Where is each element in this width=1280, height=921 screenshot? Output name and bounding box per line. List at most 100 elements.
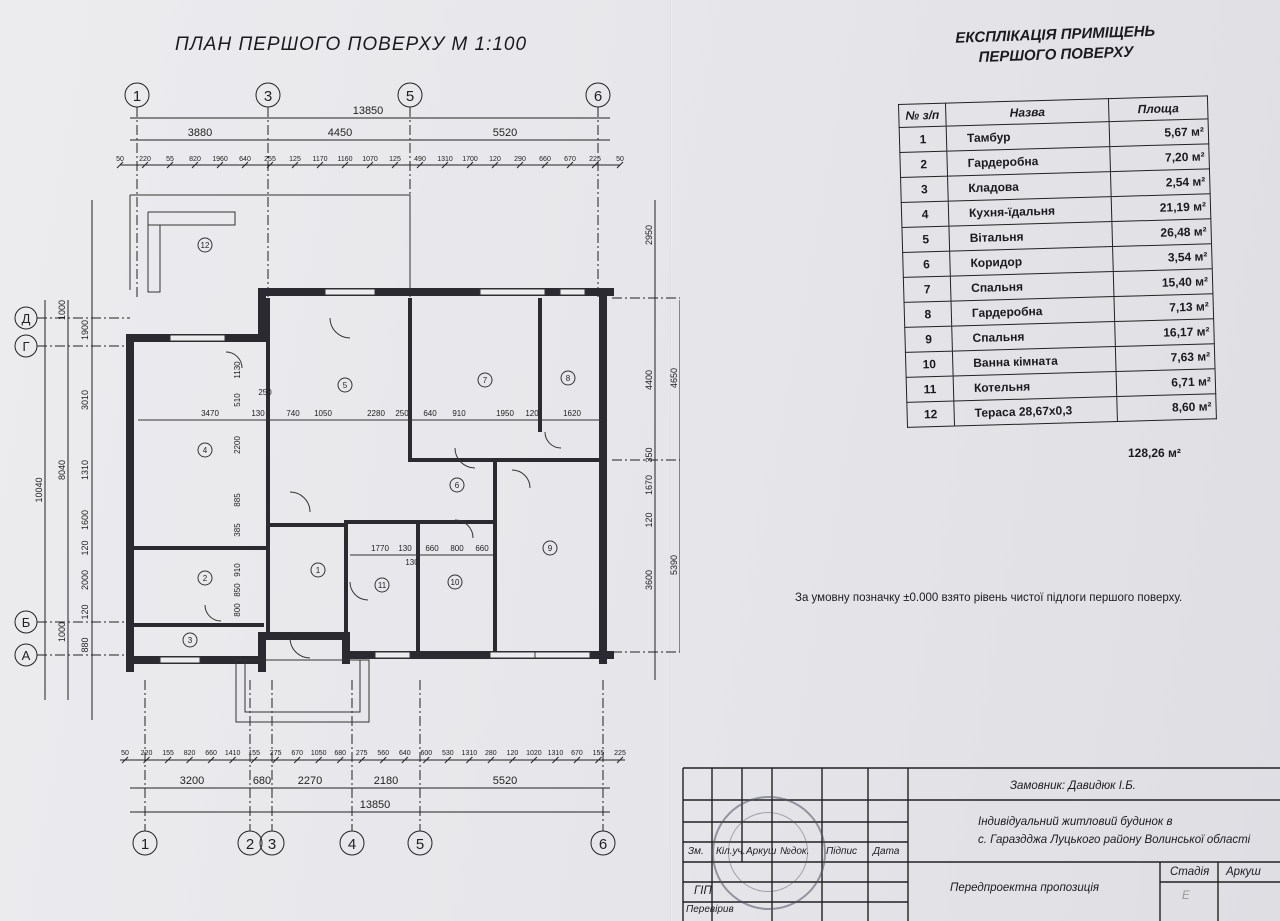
dim-text: 155 xyxy=(593,750,605,757)
dim-text: 1070 xyxy=(362,156,378,163)
dim-text: 280 xyxy=(485,750,497,757)
dim-text: 50 xyxy=(116,156,124,163)
dim-tick xyxy=(143,756,150,764)
axis-label-bottom: 6 xyxy=(599,836,607,853)
dim-text: 660 xyxy=(205,750,217,757)
window xyxy=(374,651,411,659)
role-check: Перевірив xyxy=(686,904,734,915)
dim-text: 155 xyxy=(248,750,260,757)
dim-text: 1960 xyxy=(212,156,228,163)
dim-text: 680 xyxy=(253,775,271,787)
official-seal xyxy=(712,796,826,910)
door-swing xyxy=(225,351,243,369)
level-note: За умовну позначку ±0.000 взято рівень ч… xyxy=(795,592,1183,604)
stage-value: Е xyxy=(1182,890,1190,902)
dim-text: 120 xyxy=(80,604,90,619)
dim-tick xyxy=(422,756,430,764)
dim-tick xyxy=(573,756,581,764)
dim-text: 640 xyxy=(239,156,251,163)
dim-text: 1310 xyxy=(80,460,90,480)
dim-text: 530 xyxy=(442,750,454,757)
dim-tick xyxy=(366,161,374,169)
dim-text: 130 xyxy=(398,544,412,553)
door-swing xyxy=(511,469,531,489)
dim-text: 8040 xyxy=(57,460,67,480)
col-count: Кіл.уч. xyxy=(716,846,746,857)
dim-tick xyxy=(416,161,424,169)
dim-tick xyxy=(541,161,549,169)
dim-text: 740 xyxy=(286,409,300,418)
interior-wall xyxy=(416,520,420,657)
interior-wall xyxy=(266,298,270,532)
room-number: 4 xyxy=(203,446,208,455)
dim-tick xyxy=(566,161,574,169)
dim-text: 55 xyxy=(166,156,174,163)
interior-wall xyxy=(266,523,348,527)
dim-tick xyxy=(266,161,274,169)
dim-text: 640 xyxy=(423,409,437,418)
window xyxy=(479,288,546,296)
dim-tick xyxy=(229,756,236,764)
axis-label-left: А xyxy=(22,648,31,663)
dim-tick xyxy=(341,161,349,169)
dim-text: 1310 xyxy=(462,750,478,757)
dim-text: 255 xyxy=(264,156,276,163)
dim-text: 910 xyxy=(452,409,466,418)
room-number: 10 xyxy=(451,578,460,587)
room-number-circle xyxy=(447,574,463,590)
dim-tick xyxy=(272,756,280,764)
dim-text: 660 xyxy=(475,544,489,553)
dim-tick xyxy=(466,161,474,169)
dim-text: 2200 xyxy=(233,436,242,454)
dim-tick xyxy=(315,756,323,764)
sheet-header: Аркуш xyxy=(1226,866,1261,878)
window xyxy=(534,651,591,659)
room-number: 2 xyxy=(203,574,208,583)
room-number-circle xyxy=(310,562,326,578)
interior-wall xyxy=(408,458,482,462)
dim-tick xyxy=(441,161,449,169)
window xyxy=(559,288,586,296)
room-number: 5 xyxy=(343,381,348,390)
col-sign: Підпис xyxy=(826,846,858,857)
col-doc: №док. xyxy=(780,846,810,857)
dim-tick xyxy=(216,161,224,169)
dim-tick xyxy=(616,756,624,764)
dim-tick xyxy=(509,756,516,764)
dim-text: 1950 xyxy=(496,409,514,418)
axis-label-top: 6 xyxy=(594,88,602,105)
dim-tick xyxy=(121,756,129,764)
dim-text: 4450 xyxy=(328,127,352,139)
dim-text: 850 xyxy=(233,583,242,597)
stage-label: Передпроектна пропозиція xyxy=(950,882,1100,894)
col-change: Зм. xyxy=(688,846,704,857)
dim-text: 1000 xyxy=(57,622,67,642)
axis-label-top: 3 xyxy=(264,88,272,105)
dim-text: 13850 xyxy=(353,105,384,117)
door-swing xyxy=(329,317,351,339)
interior-wall xyxy=(344,520,348,638)
plan-title: ПЛАН ПЕРШОГО ПОВЕРХУ М 1:100 xyxy=(175,34,528,55)
dim-text: 1160 xyxy=(337,156,352,163)
exterior-wall xyxy=(342,632,350,664)
col-date: Дата xyxy=(873,846,900,857)
room-number: 1 xyxy=(316,566,321,575)
dim-text: 290 xyxy=(514,156,526,163)
dim-text: 385 xyxy=(233,523,242,537)
dim-text: 680 xyxy=(334,750,346,757)
dim-tick xyxy=(591,161,599,169)
dim-tick xyxy=(379,756,387,764)
col-sheet: Аркуш xyxy=(746,846,777,857)
door-swing xyxy=(349,581,369,601)
dim-text: 1050 xyxy=(314,409,332,418)
floor-plan: 1356123456ДГБАДВА13850388044505520502205… xyxy=(14,82,680,856)
room-number: 3 xyxy=(188,636,193,645)
exterior-wall xyxy=(126,334,134,672)
dim-tick xyxy=(487,756,495,764)
axis-label-bottom: 1 xyxy=(141,836,149,853)
dim-text: 1020 xyxy=(526,750,542,757)
dim-text: 1310 xyxy=(437,156,453,163)
exterior-wall xyxy=(342,651,614,659)
dim-text: 130 xyxy=(251,409,265,418)
room-number: 6 xyxy=(455,481,460,490)
